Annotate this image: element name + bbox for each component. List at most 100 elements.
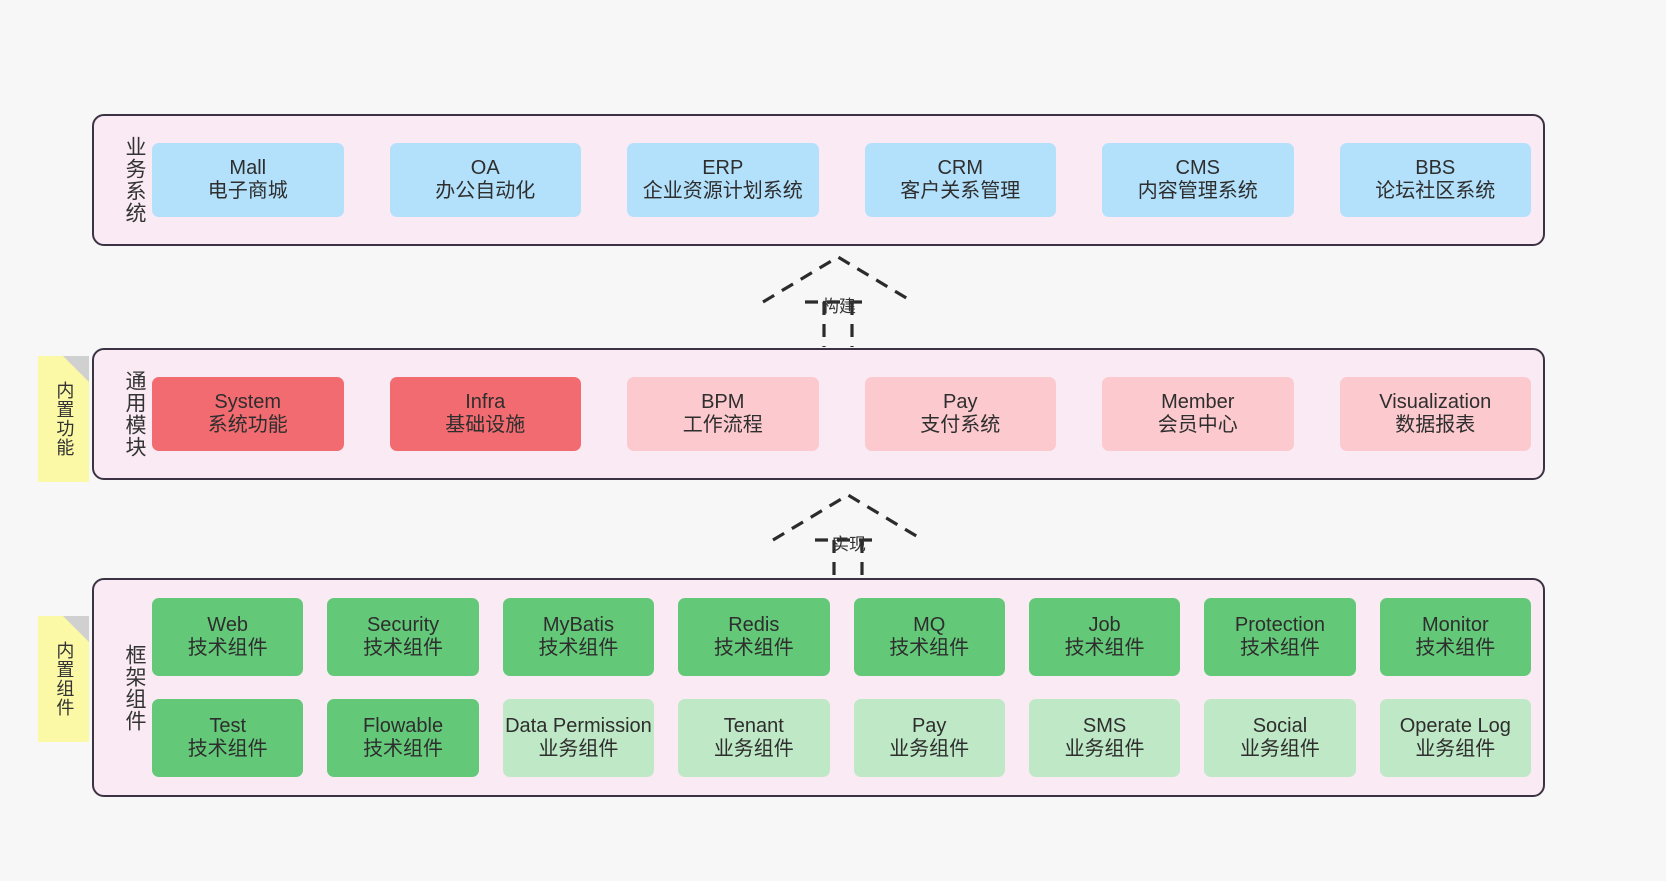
node-title: Social	[1252, 715, 1308, 738]
node-subtitle: 技术组件	[363, 636, 444, 659]
node-security[interactable]: Security 技术组件	[327, 597, 479, 676]
node-member[interactable]: Member 会员中心	[1102, 377, 1294, 451]
layer-business-systems: 业务系统 Mall 电子商城 OA 办公自动化 ERP 企业资源计划系统 CRM…	[92, 114, 1545, 246]
node-pay-module[interactable]: Pay 支付系统	[864, 377, 1056, 451]
layer-body-framework-components: Web 技术组件 Security 技术组件 MyBatis 技术组件 Redi…	[146, 580, 1543, 795]
node-title: Monitor	[1421, 613, 1489, 636]
node-title: BBS	[1415, 156, 1456, 179]
node-test[interactable]: Test 技术组件	[152, 699, 304, 778]
node-title: Pay	[911, 715, 947, 738]
node-title: Web	[207, 613, 249, 636]
node-title: System	[214, 390, 282, 413]
node-title: MyBatis	[542, 613, 614, 636]
arrow-label-implement: 实现	[832, 535, 866, 554]
layer-common-modules: 通用模块 System 系统功能 Infra 基础设施 BPM 工作流程 Pay…	[92, 348, 1545, 480]
node-title: Security	[366, 613, 440, 636]
node-web[interactable]: Web 技术组件	[152, 597, 304, 676]
node-subtitle: 业务组件	[889, 738, 970, 761]
node-erp[interactable]: ERP 企业资源计划系统	[627, 143, 819, 217]
node-title: BPM	[701, 390, 745, 413]
node-title: Pay	[943, 390, 978, 413]
node-pay-component[interactable]: Pay 业务组件	[853, 699, 1005, 778]
node-social[interactable]: Social 业务组件	[1204, 699, 1356, 778]
node-subtitle: 内容管理系统	[1137, 180, 1258, 202]
node-subtitle: 基础设施	[445, 414, 526, 436]
node-subtitle: 业务组件	[538, 738, 619, 761]
node-subtitle: 工作流程	[682, 414, 763, 436]
node-row: Mall 电子商城 OA 办公自动化 ERP 企业资源计划系统 CRM 客户关系…	[152, 116, 1531, 244]
node-title: Test	[209, 715, 247, 738]
node-title: Member	[1161, 390, 1235, 413]
node-title: Protection	[1234, 613, 1325, 636]
arrow-label-build: 构建	[822, 297, 856, 316]
node-bbs[interactable]: BBS 论坛社区系统	[1339, 143, 1531, 217]
node-subtitle: 技术组件	[889, 636, 970, 659]
node-subtitle: 数据报表	[1395, 414, 1476, 436]
layer-label-business-systems: 业务系统	[123, 136, 146, 224]
layer-body-business-systems: Mall 电子商城 OA 办公自动化 ERP 企业资源计划系统 CRM 客户关系…	[146, 116, 1543, 244]
node-subtitle: 会员中心	[1157, 414, 1238, 436]
layer-label-common-modules: 通用模块	[123, 370, 146, 458]
note-fold-corner-icon	[63, 616, 89, 642]
node-subtitle: 客户关系管理	[900, 180, 1021, 202]
node-title: ERP	[702, 156, 744, 179]
node-sms[interactable]: SMS 业务组件	[1028, 699, 1181, 778]
node-subtitle: 支付系统	[920, 414, 1001, 436]
node-bpm[interactable]: BPM 工作流程	[627, 377, 819, 451]
note-fold-corner-icon	[63, 356, 89, 382]
node-subtitle: 电子商城	[207, 180, 288, 202]
node-job[interactable]: Job 技术组件	[1028, 597, 1181, 676]
node-crm[interactable]: CRM 客户关系管理	[864, 143, 1056, 217]
node-title: Tenant	[723, 715, 784, 738]
node-title: Operate Log	[1399, 715, 1511, 738]
node-title: Data Permission	[505, 715, 652, 738]
node-row: Web 技术组件 Security 技术组件 MyBatis 技术组件 Redi…	[152, 591, 1531, 683]
node-visualization[interactable]: Visualization 数据报表	[1339, 377, 1531, 451]
node-protection[interactable]: Protection 技术组件	[1204, 597, 1356, 676]
node-title: Mall	[229, 156, 267, 179]
note-label: 内置功能	[54, 381, 75, 457]
node-operate-log[interactable]: Operate Log 业务组件	[1379, 699, 1531, 778]
node-monitor[interactable]: Monitor 技术组件	[1379, 597, 1531, 676]
node-redis[interactable]: Redis 技术组件	[678, 597, 830, 676]
node-infra[interactable]: Infra 基础设施	[389, 377, 581, 451]
node-title: CMS	[1175, 156, 1220, 179]
node-subtitle: 技术组件	[1415, 636, 1496, 659]
node-title: SMS	[1082, 715, 1127, 738]
node-title: OA	[470, 156, 500, 179]
node-system[interactable]: System 系统功能	[152, 377, 344, 451]
node-tenant[interactable]: Tenant 业务组件	[678, 699, 830, 778]
node-subtitle: 技术组件	[713, 636, 794, 659]
note-builtin-features: 内置功能	[38, 356, 89, 482]
node-title: Visualization	[1379, 390, 1492, 413]
note-label: 内置组件	[54, 641, 75, 717]
node-subtitle: 业务组件	[1415, 738, 1496, 761]
node-subtitle: 业务组件	[713, 738, 794, 761]
node-mybatis[interactable]: MyBatis 技术组件	[502, 597, 655, 676]
node-mq[interactable]: MQ 技术组件	[853, 597, 1005, 676]
node-subtitle: 技术组件	[538, 636, 619, 659]
node-subtitle: 业务组件	[1239, 738, 1320, 761]
node-subtitle: 技术组件	[363, 738, 444, 761]
node-row: Test 技术组件 Flowable 技术组件 Data Permission …	[152, 693, 1531, 785]
node-subtitle: 技术组件	[187, 738, 268, 761]
node-subtitle: 论坛社区系统	[1375, 180, 1496, 202]
node-title: Flowable	[363, 715, 444, 738]
node-title: Redis	[728, 613, 780, 636]
node-oa[interactable]: OA 办公自动化	[389, 143, 581, 217]
node-data-permission[interactable]: Data Permission 业务组件	[502, 699, 655, 778]
node-mall[interactable]: Mall 电子商城	[152, 143, 344, 217]
node-flowable[interactable]: Flowable 技术组件	[327, 699, 479, 778]
node-title: MQ	[913, 613, 946, 636]
node-subtitle: 业务组件	[1064, 738, 1145, 761]
layer-label-framework-components: 框架组件	[123, 643, 146, 732]
layer-framework-components: 框架组件 Web 技术组件 Security 技术组件 MyBatis 技术组件…	[92, 578, 1545, 797]
node-title: CRM	[937, 156, 984, 179]
node-cms[interactable]: CMS 内容管理系统	[1102, 143, 1294, 217]
layer-body-common-modules: System 系统功能 Infra 基础设施 BPM 工作流程 Pay 支付系统…	[146, 350, 1543, 478]
generalization-arrow-implement: 实现	[768, 490, 928, 585]
node-title: Infra	[465, 390, 506, 413]
node-subtitle: 企业资源计划系统	[642, 180, 803, 202]
node-subtitle: 技术组件	[1064, 636, 1145, 659]
